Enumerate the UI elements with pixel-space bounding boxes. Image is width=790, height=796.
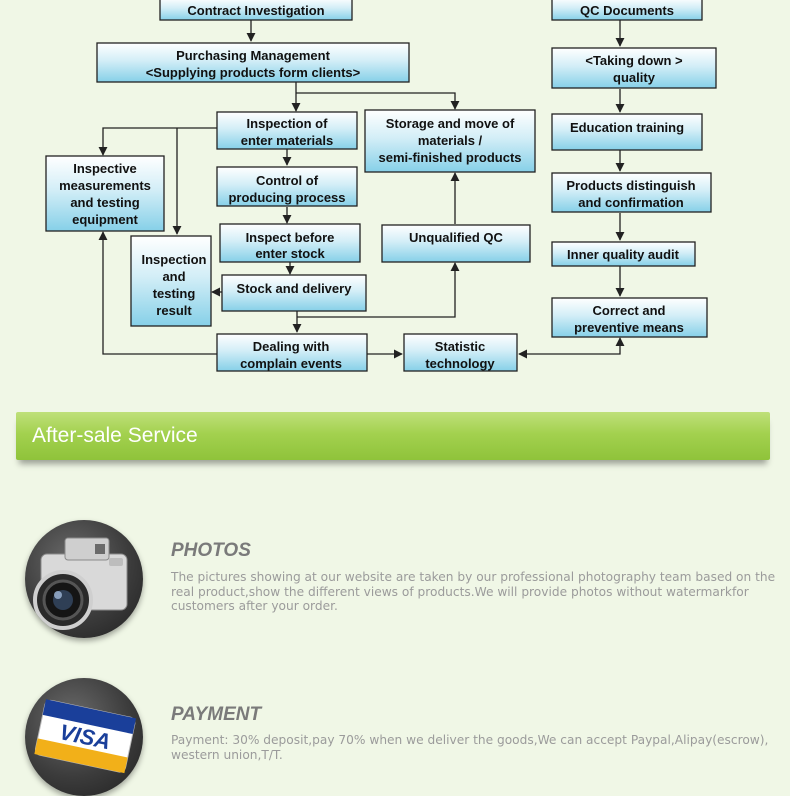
node-correct-preventive: Correct and preventive means bbox=[551, 297, 708, 338]
service-title: PHOTOS bbox=[171, 540, 251, 561]
node-label: Inspection bbox=[141, 252, 206, 267]
node-label: testing bbox=[153, 286, 196, 301]
node-label: and bbox=[162, 269, 185, 284]
node-label: measurements bbox=[59, 178, 151, 193]
visa-card-icon: VISA bbox=[25, 678, 143, 796]
quality-flowchart: Contract Investigation Purchasing Manage… bbox=[45, 0, 717, 372]
service-description: The pictures showing at our website are … bbox=[171, 570, 776, 613]
node-label: Control of bbox=[256, 173, 319, 188]
node-label: Correct and bbox=[593, 303, 666, 318]
node-label: enter stock bbox=[255, 246, 325, 261]
node-label: Education training bbox=[570, 120, 684, 135]
node-label: Dealing with bbox=[253, 339, 330, 354]
node-label: Inspection of bbox=[247, 116, 329, 131]
node-label: Statistic bbox=[435, 339, 486, 354]
node-qc-documents: QC Documents bbox=[551, 0, 703, 21]
flowchart-connectors bbox=[98, 20, 625, 359]
node-label: equipment bbox=[72, 212, 138, 227]
node-inspection-testing-result: Inspection and testing result bbox=[130, 235, 212, 327]
node-label: semi-finished products bbox=[378, 150, 521, 165]
node-label: Storage and move of bbox=[386, 116, 515, 131]
node-dealing-complain: Dealing with complain events bbox=[216, 333, 368, 372]
node-label: QC Documents bbox=[580, 3, 674, 18]
node-label: materials / bbox=[418, 133, 483, 148]
banner-title: After-sale Service bbox=[32, 424, 198, 447]
service-title: PAYMENT bbox=[171, 704, 262, 725]
node-label: Unqualified QC bbox=[409, 230, 504, 245]
node-label: producing process bbox=[228, 190, 345, 205]
node-label: technology bbox=[425, 356, 495, 371]
node-taking-down-quality: <Taking down > quality bbox=[551, 47, 717, 89]
node-storage-materials: Storage and move of materials / semi-fin… bbox=[364, 109, 536, 173]
node-label: complain events bbox=[240, 356, 342, 371]
node-label: Purchasing Management bbox=[176, 48, 331, 63]
node-purchasing-management: Purchasing Management <Supplying product… bbox=[96, 42, 410, 83]
node-contract-investigation: Contract Investigation bbox=[159, 0, 353, 21]
node-inspective-measurements: Inspective measurements and testing equi… bbox=[45, 155, 165, 232]
node-unqualified-qc: Unqualified QC bbox=[381, 224, 531, 263]
node-label: Contract Investigation bbox=[187, 3, 324, 18]
node-products-distinguish: Products distinguish and confirmation bbox=[551, 172, 712, 213]
node-label: Inspective bbox=[73, 161, 137, 176]
node-label: Inner quality audit bbox=[567, 247, 680, 262]
node-label: enter materials bbox=[241, 133, 334, 148]
node-label: preventive means bbox=[574, 320, 684, 335]
camera-icon bbox=[25, 520, 143, 638]
node-statistic-technology: Statistic technology bbox=[403, 333, 518, 372]
node-label: quality bbox=[613, 70, 656, 85]
service-description: Payment: 30% deposit,pay 70% when we del… bbox=[171, 733, 769, 762]
node-label: and confirmation bbox=[578, 195, 684, 210]
node-label: <Supplying products form clients> bbox=[146, 65, 361, 80]
node-label: result bbox=[156, 303, 192, 318]
node-education-training: Education training bbox=[551, 113, 703, 151]
node-label: <Taking down > bbox=[585, 53, 683, 68]
node-stock-delivery: Stock and delivery bbox=[221, 274, 367, 312]
node-label: and testing bbox=[70, 195, 139, 210]
node-label: Products distinguish bbox=[566, 178, 695, 193]
node-inspect-before-stock: Inspect before enter stock bbox=[219, 223, 361, 263]
node-inner-quality-audit: Inner quality audit bbox=[551, 241, 696, 267]
node-label: Stock and delivery bbox=[237, 281, 353, 296]
node-control-producing-process: Control of producing process bbox=[216, 166, 358, 207]
node-label: Inspect before bbox=[246, 230, 335, 245]
after-sale-banner: After-sale Service bbox=[16, 412, 770, 460]
node-inspection-enter-materials: Inspection of enter materials bbox=[216, 111, 358, 150]
